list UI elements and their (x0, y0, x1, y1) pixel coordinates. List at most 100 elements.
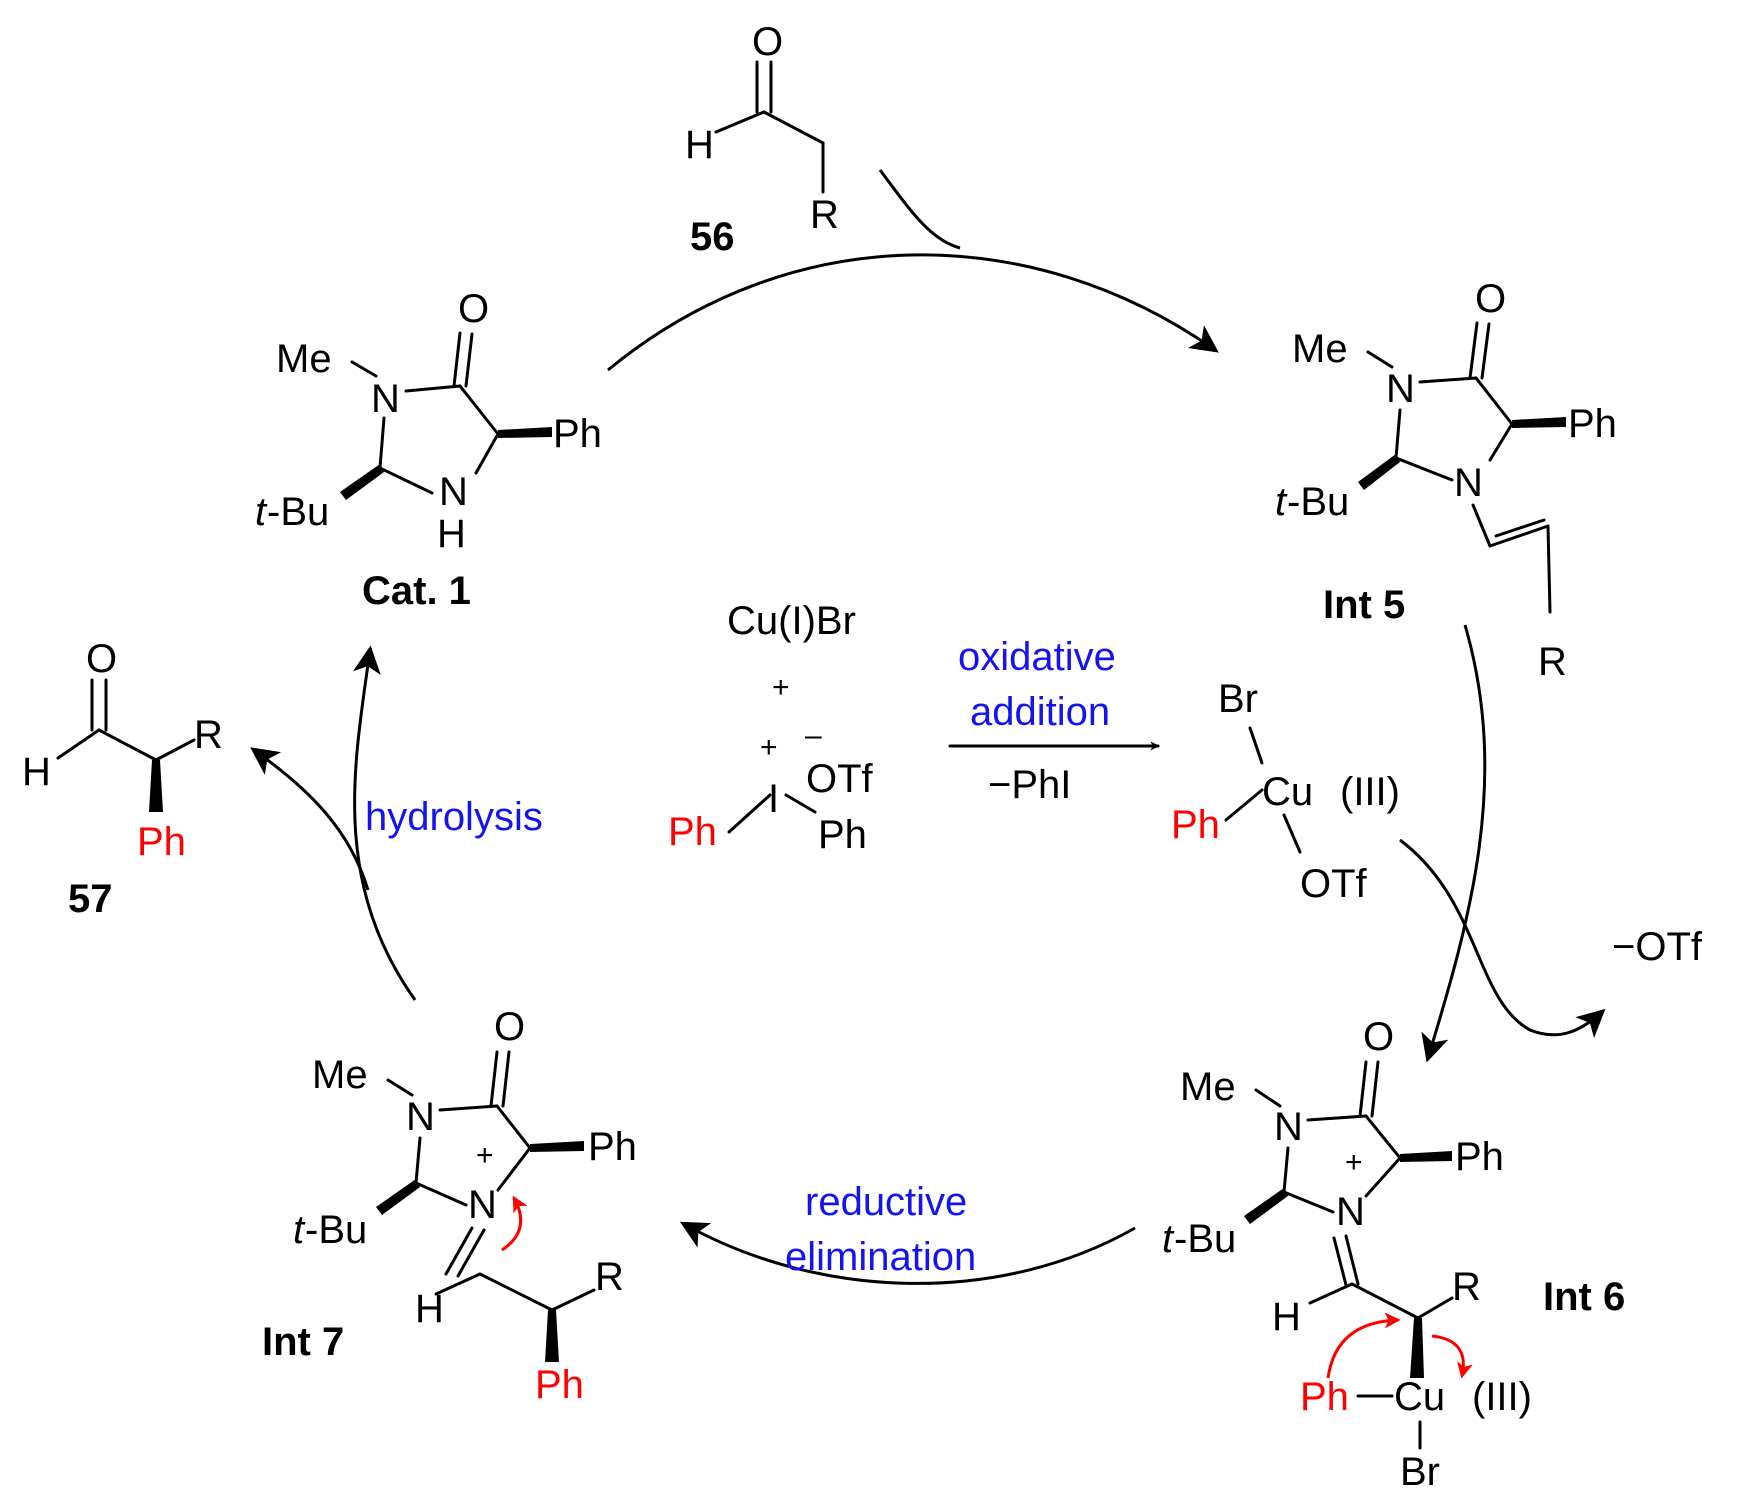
int6-cr-bond (1416, 1296, 1454, 1320)
cat1-tbu-rest: -Bu (267, 490, 329, 534)
int5-vinyl-r-bond (1546, 524, 1552, 614)
cycle-arrow-cu-addition (1421, 624, 1487, 1063)
iodonium-phenyl: Ph (818, 813, 867, 857)
cu-complex-copper: Cu (1262, 770, 1313, 814)
compound-label-57: 57 (68, 877, 113, 921)
cat1-me-bond (350, 360, 378, 378)
int7-co-bond-2 (501, 1050, 511, 1108)
compound-label-int5: Int 5 (1323, 583, 1405, 627)
int7-n-co-bond (438, 1104, 499, 1112)
int5-n-co-bond (1418, 376, 1478, 384)
int6-cu-wedge (1410, 1318, 1424, 1378)
int6-electron-arrow-1 (1326, 1312, 1401, 1379)
cu-iii-complex: Br Cu (III) Ph OTf (1171, 677, 1400, 906)
copper-bromide: Cu(I)Br (727, 599, 856, 643)
elimination-label: elimination (785, 1235, 976, 1279)
product-ph-wedge (149, 760, 163, 812)
catalyst-1: O Me N Ph N H t -Bu Cat. 1 (255, 287, 602, 613)
cu-complex-oxidation: (III) (1340, 770, 1400, 814)
aldehyde-entry-arrow (878, 169, 961, 250)
int5-n-vinyl-bond (1471, 503, 1492, 548)
int7-c2-n-bond (414, 1181, 468, 1207)
int7-plus-charge: + (476, 1139, 494, 1172)
int5-ph-wedge (1512, 417, 1566, 428)
int6-c-cph-bond (1364, 1114, 1402, 1160)
oxidative-label: oxidative (958, 635, 1116, 679)
int7-phenyl: Ph (588, 1125, 637, 1169)
aldehyde-ch-bond (714, 110, 766, 134)
iodonium-triflate: OTf (806, 757, 874, 801)
cycle-arrow-hydrolysis (352, 645, 417, 1001)
int5-n-enamine: N (1454, 461, 1483, 505)
iodine-ph-bond (784, 793, 817, 814)
int6-tbu-t: t (1162, 1217, 1175, 1261)
cat1-ph-wedge (498, 427, 552, 438)
int6-co-bond (1358, 1060, 1368, 1118)
int6-plus-charge: + (1345, 1146, 1363, 1179)
int6-oxidation: (III) (1472, 1375, 1532, 1419)
int5-c2-n-bond (1394, 456, 1454, 482)
int7-ph-wedge (530, 1141, 584, 1152)
int7-ph-wedge-down (545, 1310, 559, 1362)
int6-c2-n-bond (1282, 1190, 1335, 1214)
cu-ph-bond (1224, 788, 1264, 822)
cat1-n-h: N (439, 470, 468, 514)
compound-label-56: 56 (690, 215, 735, 259)
int6-n-c2-bond (1282, 1146, 1290, 1194)
cat1-n-methyl: N (371, 377, 400, 421)
intermediate-5: O Me N Ph N t -Bu R Int 5 (1275, 277, 1617, 684)
aldehyde-r-group: R (810, 193, 839, 237)
cat1-c2-nh-bond (378, 466, 434, 495)
cu-br-bond (1248, 726, 1264, 765)
product-release-arrow (250, 747, 370, 891)
cat1-nh-c5-bond (474, 432, 500, 475)
int6-n-co-bond (1306, 1114, 1368, 1122)
int7-tbu-rest: -Bu (305, 1208, 367, 1252)
aldehyde-oxygen: O (752, 20, 783, 64)
int5-c-cph-bond (1474, 376, 1514, 426)
int6-r-group: R (1452, 1265, 1481, 1309)
reagents-center: Cu(I)Br + + – OTf I Ph Ph (668, 599, 874, 857)
intermediate-6: O Me N Ph + N t -Bu H R Ph Cu (III) Br I… (1162, 1015, 1625, 1494)
int6-phenyl-red: Ph (1300, 1375, 1349, 1419)
aldehyde-hydrogen: H (685, 123, 714, 167)
int6-n-methyl: N (1274, 1105, 1303, 1149)
int7-me-bond (386, 1078, 414, 1097)
int5-phenyl: Ph (1568, 402, 1617, 446)
compound-label-cat1: Cat. 1 (362, 569, 471, 613)
int6-tbu-rest: -Bu (1174, 1217, 1236, 1261)
int5-vinyl-double-2 (1494, 518, 1546, 538)
int5-co-bond (1468, 321, 1479, 380)
cycle-arrow-condensation (607, 253, 1219, 372)
minus-phi-label: −PhI (988, 763, 1071, 807)
int5-r-group: R (1538, 640, 1567, 684)
int5-tbu-rest: -Bu (1287, 480, 1349, 524)
int6-phenyl: Ph (1455, 1135, 1504, 1179)
int7-n-methyl: N (406, 1095, 435, 1139)
aldehyde-56: O H R 56 (685, 20, 839, 259)
int6-co-bond-2 (1370, 1060, 1380, 1118)
cat1-c-cph-bond (458, 384, 500, 436)
minus-otf-label: −OTf (1612, 925, 1703, 969)
reagent-plus: + (772, 671, 790, 704)
cat1-phenyl: Ph (553, 412, 602, 456)
iodonium-phenyl-red: Ph (668, 810, 717, 854)
iodine-ph-bond-red (727, 793, 772, 834)
int6-copper: Cu (1394, 1375, 1445, 1419)
cu-complex-bromine: Br (1218, 677, 1258, 721)
cat1-tbu-wedge (340, 464, 384, 500)
int7-n-iminium: N (468, 1183, 497, 1227)
cu-complex-phenyl: Ph (1171, 803, 1220, 847)
int7-hydrogen: H (415, 1287, 444, 1331)
iodonium-plus-charge: + (760, 731, 778, 764)
int5-me-bond (1366, 350, 1394, 369)
product-r-group: R (194, 713, 223, 757)
int7-electron-arrow (501, 1195, 528, 1252)
int5-methyl: Me (1292, 327, 1348, 371)
int7-iminium-double (444, 1226, 474, 1276)
int7-methyl: Me (312, 1053, 368, 1097)
aldehyde-cc-bond (762, 110, 825, 145)
int5-tbu-wedge (1358, 454, 1400, 490)
triflate-minus-charge: – (805, 719, 822, 752)
cat1-tbu-t: t (255, 490, 268, 534)
